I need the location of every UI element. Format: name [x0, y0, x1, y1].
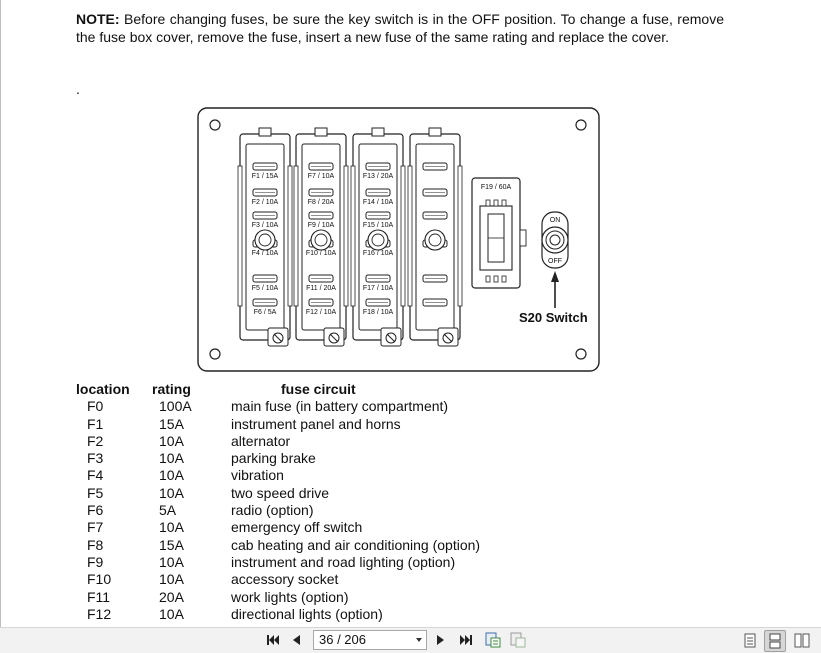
- two-page-view-icon[interactable]: [794, 633, 810, 647]
- fuse-label: F3 / 10A: [252, 222, 279, 229]
- cell-rating: 100A: [159, 398, 192, 415]
- cell-location: F2: [87, 432, 104, 449]
- fuse-label: F11 / 20A: [306, 285, 336, 292]
- cell-rating: 10A: [159, 519, 184, 536]
- viewer-toolbar: 36 / 206: [0, 627, 821, 653]
- cell-rating: 15A: [159, 536, 184, 553]
- cell-rating: 15A: [159, 415, 184, 432]
- fuse-box-diagram: F1 / 15A F2 / 10A F3 / 10A F4 / 10A F5 / 10A…: [197, 107, 600, 372]
- cell-rating: 10A: [159, 571, 184, 588]
- next-page-icon[interactable]: [436, 633, 446, 647]
- cell-rating: 10A: [159, 484, 184, 501]
- cell-location: F12: [87, 605, 112, 622]
- fuse-label: F7 / 10A: [308, 173, 335, 180]
- cell-location: F1: [87, 415, 104, 432]
- note-label: NOTE:: [76, 11, 120, 27]
- header-rating: rating: [152, 381, 191, 397]
- cell-circuit: accessory socket: [231, 571, 339, 588]
- cell-circuit: two speed drive: [231, 484, 330, 501]
- cell-circuit: radio (option): [231, 502, 314, 519]
- s20-switch-label: S20 Switch: [519, 310, 588, 325]
- fuse-block: F13 / 20A F14 / 10A F15 / 10A F16 / 10A F17 …: [350, 127, 406, 347]
- cell-circuit: work lights (option): [231, 588, 349, 605]
- cell-rating: 10A: [159, 450, 184, 467]
- switch-off-label: OFF: [548, 258, 562, 265]
- cell-circuit: instrument panel and horns: [231, 415, 401, 432]
- cell-location: F4: [87, 467, 104, 484]
- cell-circuit: emergency off switch: [231, 519, 363, 536]
- previous-page-icon[interactable]: [291, 633, 301, 647]
- cell-rating: 10A: [159, 432, 184, 449]
- fuse-label: F15 / 10A: [363, 222, 394, 229]
- fuse-label-f19: F19 / 60A: [481, 184, 512, 191]
- fuse-blocks: F1 / 15A F2 / 10A F3 / 10A F4 / 10A F5 / 10A…: [237, 127, 463, 347]
- s20-switch-graphic: ON OFF: [541, 211, 569, 308]
- header-circuit: fuse circuit: [281, 381, 356, 397]
- cell-rating: 10A: [159, 605, 184, 622]
- page-number-select[interactable]: 36 / 206: [313, 630, 427, 650]
- fuse-label: F5 / 10A: [252, 285, 279, 292]
- fuse-label: F2 / 10A: [252, 199, 279, 206]
- cell-location: F3: [87, 450, 104, 467]
- fuse-label: F4 / 10A: [252, 250, 279, 257]
- fuse-label: F12 / 10A: [306, 309, 337, 316]
- cell-circuit: directional lights (option): [231, 605, 383, 622]
- fuse-label: F18 / 10A: [363, 309, 394, 316]
- fuse-label: F14 / 10A: [363, 199, 394, 206]
- fuse-label: F17 / 10A: [363, 285, 394, 292]
- page-number-value: 36 / 206: [319, 632, 366, 647]
- stray-dot: .: [76, 81, 80, 97]
- fuse-label: F1 / 15A: [252, 173, 279, 180]
- cell-circuit: instrument and road lighting (option): [231, 553, 456, 570]
- main-fuse-relay: F19 / 60A: [471, 177, 527, 289]
- document-page: NOTE: Before changing fuses, be sure the…: [0, 0, 724, 627]
- fuse-block: [407, 127, 463, 347]
- fuse-label: F13 / 20A: [363, 173, 394, 180]
- cell-rating: 10A: [159, 467, 184, 484]
- cell-rating: 20A: [159, 588, 184, 605]
- fit-page-icon[interactable]: [485, 632, 501, 648]
- cell-circuit: cab heating and air conditioning (option…: [231, 536, 481, 553]
- continuous-view-icon[interactable]: [764, 630, 786, 652]
- note-paragraph: NOTE: Before changing fuses, be sure the…: [76, 10, 724, 46]
- note-text: Before changing fuses, be sure the key s…: [76, 11, 724, 45]
- cell-circuit: vibration: [231, 467, 284, 484]
- cell-location: F5: [87, 484, 104, 501]
- cell-location: F7: [87, 519, 104, 536]
- chevron-down-icon: [416, 638, 422, 642]
- fuse-block: F7 / 10A F8 / 20A F9 / 10A F10 / 10A F11 / 2…: [293, 127, 349, 347]
- header-location: location: [76, 381, 130, 397]
- cell-rating: 5A: [159, 502, 177, 519]
- fuse-block: F1 / 15A F2 / 10A F3 / 10A F4 / 10A F5 / 10A…: [237, 127, 293, 347]
- single-page-view-icon[interactable]: [744, 633, 756, 647]
- cell-circuit: main fuse (in battery compartment): [231, 398, 449, 415]
- first-page-icon[interactable]: [266, 633, 280, 647]
- cell-location: F9: [87, 553, 104, 570]
- cell-location: F6: [87, 502, 104, 519]
- fuse-label: F9 / 10A: [308, 222, 335, 229]
- cell-rating: 10A: [159, 553, 184, 570]
- cell-location: F0: [87, 398, 104, 415]
- fuse-label: F10 / 10A: [306, 250, 337, 257]
- cell-location: F8: [87, 536, 104, 553]
- fuse-label: F16 / 10A: [363, 250, 394, 257]
- switch-on-label: ON: [550, 217, 561, 224]
- last-page-icon[interactable]: [459, 633, 473, 647]
- fuse-label: F8 / 20A: [308, 199, 335, 206]
- fuse-label: F6 / 5A: [254, 309, 277, 316]
- cell-location: F10: [87, 571, 112, 588]
- fit-width-icon[interactable]: [510, 632, 526, 648]
- cell-location: F11: [87, 588, 111, 605]
- cell-circuit: alternator: [231, 432, 291, 449]
- cell-circuit: parking brake: [231, 450, 316, 467]
